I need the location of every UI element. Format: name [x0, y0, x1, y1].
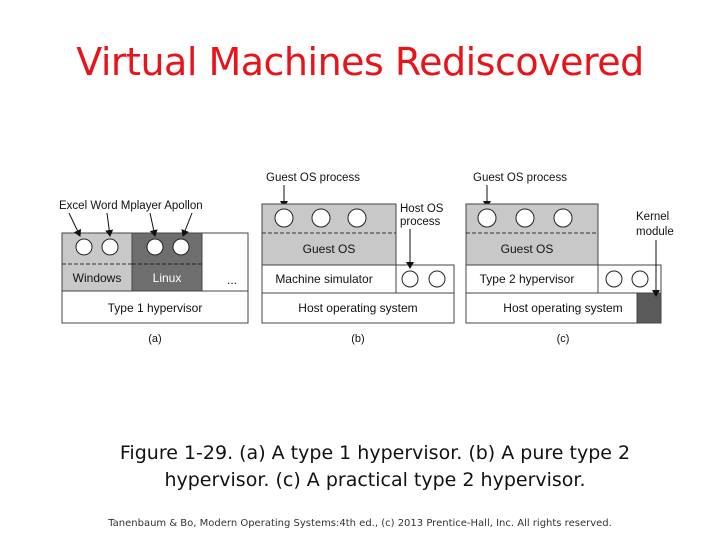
panel-c: Guest OS process Guest OS Type 2 hypervi… — [465, 172, 674, 345]
kernel-module-label: Kernel — [636, 211, 669, 223]
process-circle — [631, 270, 649, 288]
machine-simulator-label: Machine simulator — [275, 272, 372, 286]
caption-line-1: Figure 1-29. (a) A type 1 hypervisor. (b… — [119, 442, 631, 464]
arrow — [68, 212, 82, 237]
host-os-box — [465, 292, 638, 324]
process-circle — [146, 238, 164, 256]
ellipsis-label: ... — [227, 273, 237, 287]
process-circle — [311, 208, 331, 228]
kernel-module-label-2: module — [636, 226, 674, 238]
type1-hypervisor-label: Type 1 hypervisor — [108, 301, 203, 315]
type1-hypervisor-box — [61, 290, 249, 324]
figure-caption: Figure 1-29. (a) A type 1 hypervisor. (b… — [100, 440, 650, 494]
guest-process-label: Guest OS process — [473, 172, 567, 184]
machine-simulator-box — [261, 264, 397, 294]
process-circle — [605, 270, 623, 288]
type2-hypervisor-box — [465, 264, 599, 294]
process-circle — [172, 238, 190, 256]
process-circle — [101, 238, 119, 256]
type2-hypervisor-label: Type 2 hypervisor — [480, 272, 575, 286]
kernel-module-box — [636, 292, 662, 324]
process-circle — [428, 270, 446, 288]
guest-os-label: Guest OS — [501, 242, 554, 256]
sublabel-b: (b) — [351, 333, 364, 345]
panel-a: Excel Word Mplayer Apollon Windows Linux… — [59, 200, 249, 345]
process-circle — [347, 208, 367, 228]
host-os-label: Host operating system — [298, 301, 417, 315]
arrow — [181, 212, 193, 237]
process-circle — [515, 208, 535, 228]
caption-line-2: hypervisor. (c) A practical type 2 hyper… — [164, 469, 586, 491]
process-circle — [75, 238, 93, 256]
panel-b: Guest OS process Guest OS Machine simula… — [261, 172, 455, 345]
windows-vm-box — [61, 232, 133, 292]
copyright-credit: Tanenbaum & Bo, Modern Operating Systems… — [108, 518, 612, 529]
host-os-label: Host operating system — [503, 301, 622, 315]
process-circle — [477, 208, 497, 228]
host-process-label: Host OS — [400, 203, 444, 215]
process-circle — [274, 208, 294, 228]
process-circle — [553, 208, 573, 228]
guest-os-label: Guest OS — [303, 242, 356, 256]
empty-vm-slot — [201, 232, 249, 292]
arrow — [149, 212, 158, 237]
guest-process-label: Guest OS process — [266, 172, 360, 184]
windows-label: Windows — [73, 271, 122, 285]
host-os-box — [261, 292, 455, 324]
sublabel-a: (a) — [148, 333, 161, 345]
apps-label: Excel Word Mplayer Apollon — [59, 200, 203, 212]
sublabel-c: (c) — [557, 333, 570, 345]
arrow — [105, 212, 114, 237]
linux-label: Linux — [153, 271, 182, 285]
host-process-label-2: process — [400, 216, 441, 228]
process-circle — [401, 270, 419, 288]
slide-title: Virtual Machines Rediscovered — [76, 40, 644, 84]
